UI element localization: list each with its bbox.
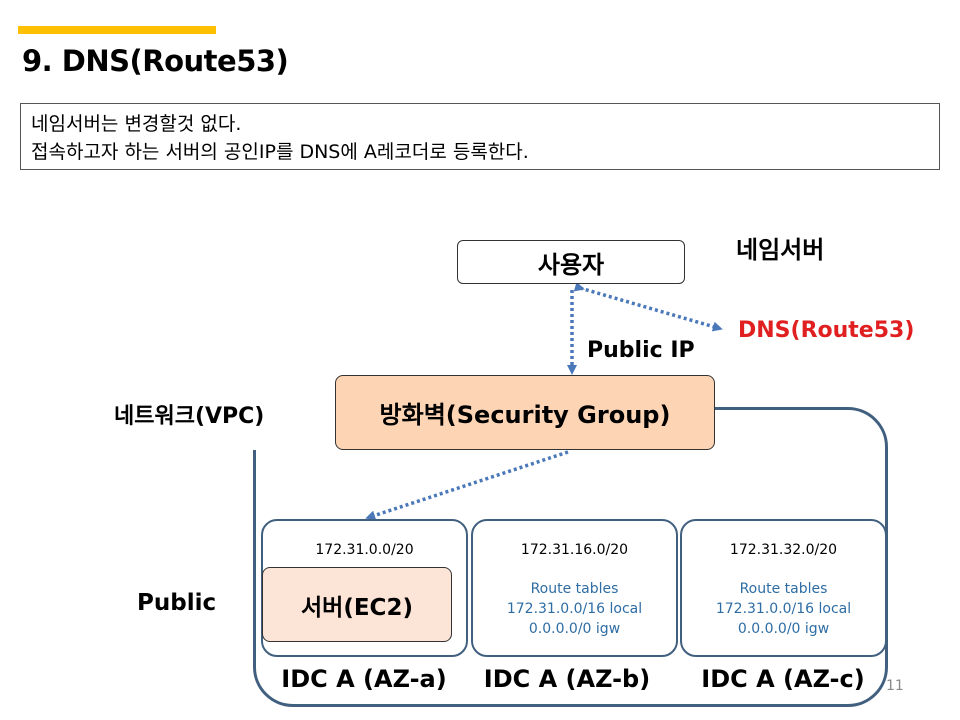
title-accent-bar — [18, 26, 216, 34]
az-b-route-table: Route tables 172.31.0.0/16 local 0.0.0.0… — [473, 579, 676, 639]
az-a-cidr: 172.31.0.0/20 — [315, 542, 414, 558]
dns-route53-label: DNS(Route53) — [738, 318, 915, 343]
vpc-frame-gap — [200, 395, 336, 450]
az-b-subnet: 172.31.16.0/20 Route tables 172.31.0.0/1… — [471, 519, 678, 657]
az-c-route-igw: 0.0.0.0/0 igw — [737, 621, 830, 637]
az-b-route-igw: 0.0.0.0/0 igw — [528, 621, 621, 637]
note-box: 네임서버는 변경할것 없다. 접속하고자 하는 서버의 공인IP를 DNS에 A… — [20, 103, 940, 170]
vpc-label: 네트워크(VPC) — [114, 404, 265, 429]
note-line-1: 네임서버는 변경할것 없다. — [31, 113, 242, 135]
arrow-user-dns — [573, 281, 723, 332]
az-c-subnet: 172.31.32.0/20 Route tables 172.31.0.0/1… — [680, 519, 887, 657]
az-b-route-title: Route tables — [530, 581, 619, 597]
nameserver-label: 네임서버 — [736, 236, 825, 264]
server-node: 서버(EC2) — [262, 567, 452, 642]
az-c-route-table: Route tables 172.31.0.0/16 local 0.0.0.0… — [682, 579, 885, 639]
public-subnet-label: Public — [137, 590, 217, 616]
note-line-2: 접속하고자 하는 서버의 공인IP를 DNS에 A레코더로 등록한다. — [31, 141, 529, 163]
page-number: 11 — [886, 678, 904, 694]
az-b-route-local: 172.31.0.0/16 local — [506, 601, 643, 617]
az-c-label: IDC A (AZ-c) — [701, 665, 865, 693]
az-b-label: IDC A (AZ-b) — [483, 665, 651, 693]
az-c-cidr: 172.31.32.0/20 — [729, 542, 838, 558]
server-label: 서버(EC2) — [301, 594, 413, 621]
firewall-node: 방화벽(Security Group) — [335, 375, 715, 450]
az-b-cidr: 172.31.16.0/20 — [520, 542, 629, 558]
az-a-label: IDC A (AZ-a) — [281, 665, 447, 693]
public-ip-label: Public IP — [587, 338, 695, 363]
user-node: 사용자 — [457, 240, 685, 284]
firewall-label: 방화벽(Security Group) — [379, 401, 671, 429]
az-c-route-local: 172.31.0.0/16 local — [715, 601, 852, 617]
az-c-route-title: Route tables — [739, 581, 828, 597]
slide-title: 9. DNS(Route53) — [22, 44, 289, 78]
user-label: 사용자 — [537, 250, 605, 279]
